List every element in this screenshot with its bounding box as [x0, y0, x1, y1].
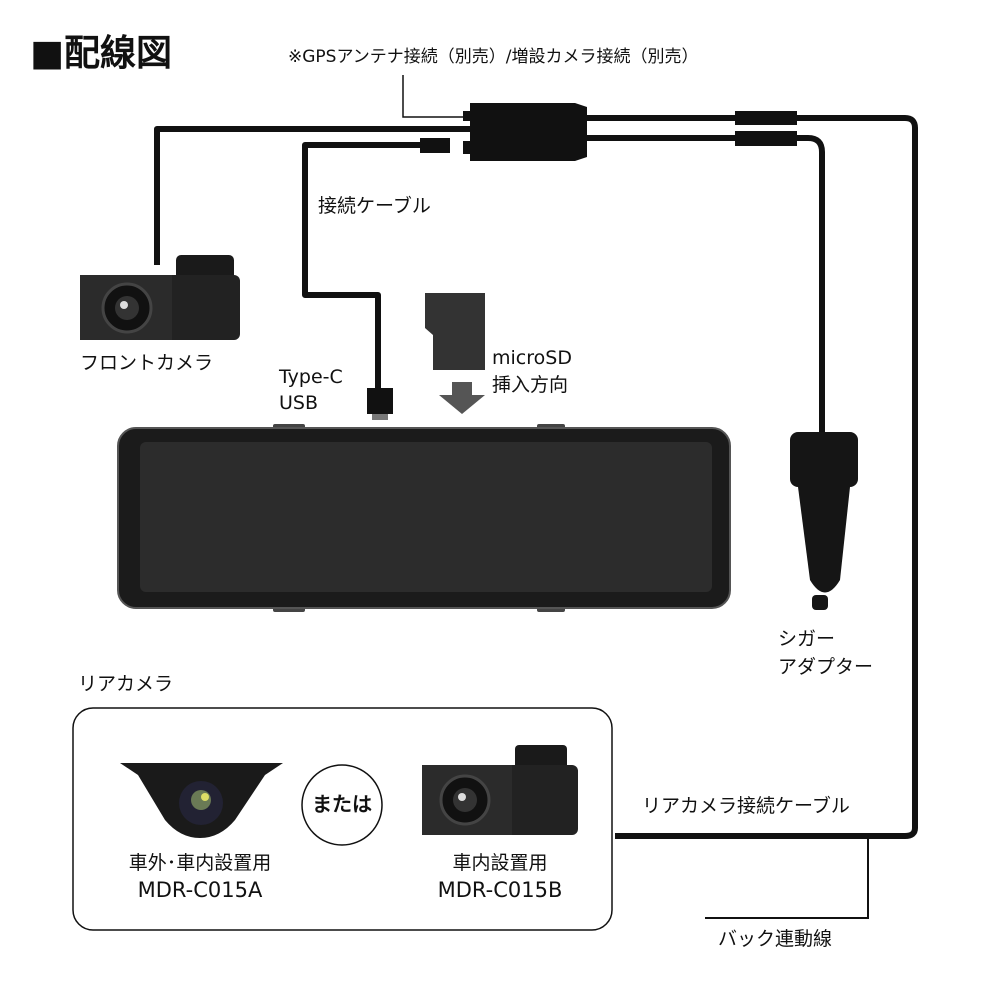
microsd-label: microSD — [492, 347, 572, 369]
cigar-label-1: シガー — [778, 628, 836, 650]
rear-b-usage: 車内設置用 — [452, 852, 548, 874]
accessory-note: ※GPSアンテナ接続（別売）/増設カメラ接続（別売） — [288, 47, 699, 67]
back-line — [705, 836, 869, 919]
type-c-label: Type-C — [279, 366, 343, 388]
front-camera-image — [80, 255, 240, 340]
connection-cable — [302, 142, 420, 392]
rear-cable-label: リアカメラ接続ケーブル — [642, 795, 850, 817]
insert-direction-label: 挿入方向 — [492, 374, 569, 396]
rear-a-usage: 車外･車内設置用 — [128, 852, 272, 874]
or-label: または — [312, 792, 372, 816]
front-camera-label: フロントカメラ — [80, 352, 214, 374]
typec-connector — [367, 388, 393, 420]
front-camera-cable — [154, 126, 470, 265]
page-title: ■配線図 — [30, 33, 173, 74]
rear-b-model: MDR-C015B — [437, 878, 563, 902]
connection-cable-label: 接続ケーブル — [318, 195, 431, 217]
usb-label: USB — [279, 392, 319, 414]
rear-camera-a-image — [120, 763, 283, 838]
mirror-monitor — [117, 424, 731, 612]
rear-camera-b-image — [422, 745, 578, 835]
cigar-adapter-image — [790, 432, 858, 610]
cigar-cable — [585, 135, 825, 432]
rear-camera-label: リアカメラ — [78, 673, 174, 695]
or-circle — [301, 764, 383, 846]
rear-camera-cable — [585, 115, 918, 839]
microsd-card-icon — [425, 293, 485, 414]
rear-a-model: MDR-C015A — [137, 878, 263, 902]
back-line-label: バック連動線 — [718, 928, 833, 950]
rear-camera-box — [72, 707, 613, 931]
splitter — [420, 103, 797, 161]
cigar-label-2: アダプター — [778, 656, 874, 678]
gps-leader-line — [402, 75, 465, 118]
